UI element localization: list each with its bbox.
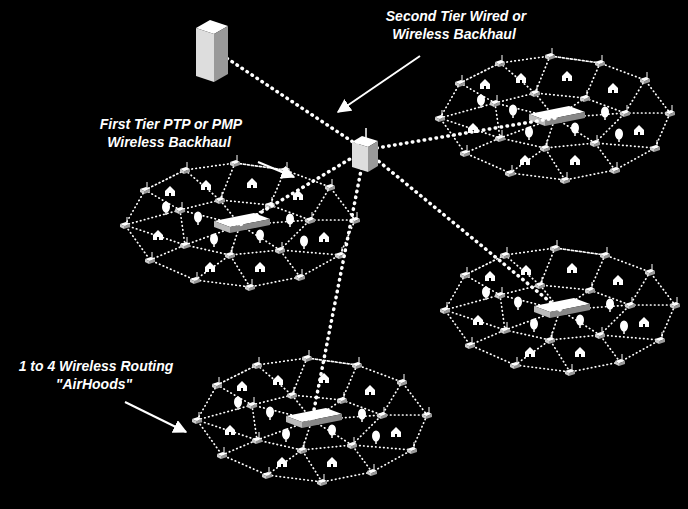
leader-arrows [125,56,420,432]
airhood-cluster [435,48,675,184]
callout-text: 1 to 4 Wireless Routing "AirHoods" [17,358,174,392]
callout-label: 1 to 4 Wireless Routing "AirHoods" [5,358,185,393]
airhood-cluster [440,240,680,376]
callout-text: Second Tier Wired or Wireless Backhaul [384,8,526,42]
callout-label: Second Tier Wired or Wireless Backhaul [375,8,535,43]
airhood-cluster [192,350,432,486]
callout-text: First Tier PTP or PMP Wireless Backhaul [98,116,242,150]
backhaul-tower [196,20,228,82]
backhaul-links [222,55,560,420]
backhaul-hub [352,128,378,172]
callout-label: First Tier PTP or PMP Wireless Backhaul [83,116,258,151]
